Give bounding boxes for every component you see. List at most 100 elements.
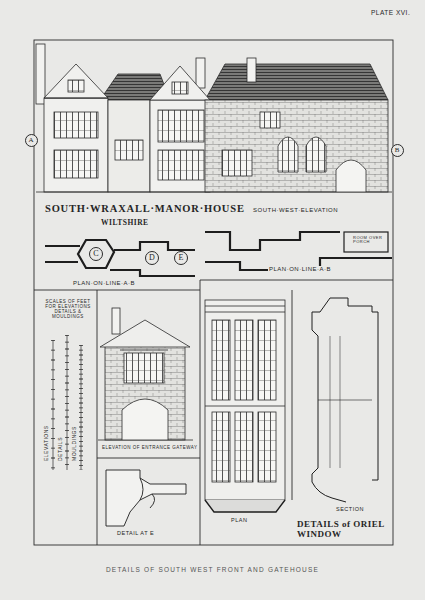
reference-circle: C <box>89 247 103 261</box>
scale-label: ELEVATIONS <box>44 424 50 462</box>
entrance-gateway <box>120 350 168 351</box>
drawing-label: DETAIL AT E <box>116 530 155 536</box>
reference-letter: D <box>149 254 155 262</box>
entrance-gateway <box>100 320 190 347</box>
oriel-section <box>330 298 378 480</box>
plate-frame <box>34 40 393 545</box>
entrance-gateway <box>122 399 168 440</box>
entrance-gateway <box>98 308 193 440</box>
south-west-elevation <box>158 110 204 142</box>
plan-on-line-a-b <box>78 240 114 268</box>
scale-label: MOULDINGS <box>72 425 78 462</box>
oriel-section <box>312 298 378 502</box>
oriel-window <box>212 412 230 482</box>
reference-letter: B <box>395 147 400 154</box>
plan-on-line-a-b <box>45 232 392 276</box>
reference-letter: C <box>93 250 98 258</box>
south-west-elevation <box>108 100 150 192</box>
south-west-elevation <box>205 64 388 100</box>
plan-label: PLAN·ON·LINE·A·B <box>268 266 332 273</box>
oriel-window <box>205 300 285 512</box>
drawing-label: ELEVATION OF ENTRANCE GATEWAY <box>101 446 199 451</box>
room-note: ROOM OVER PORCH <box>352 236 384 245</box>
south-west-elevation <box>36 44 45 104</box>
entrance-gateway <box>105 345 185 440</box>
county-label: WILTSHIRE <box>100 219 150 227</box>
plate-frame <box>97 290 98 545</box>
plate-frame <box>200 280 393 281</box>
oriel-window <box>258 320 276 400</box>
oriel-window <box>205 300 285 500</box>
south-west-elevation <box>54 150 98 178</box>
reference-letter: A <box>28 137 33 144</box>
reference-circle: A <box>25 134 38 147</box>
oriel-window <box>258 412 276 482</box>
scale-label: DETAILS <box>58 436 64 462</box>
plate-frame <box>34 290 200 291</box>
south-west-elevation <box>222 150 252 176</box>
south-west-elevation <box>306 137 326 172</box>
scales-of-feet <box>53 340 54 470</box>
south-west-elevation <box>44 98 108 99</box>
oriel-window <box>205 406 285 407</box>
south-west-elevation <box>247 58 256 82</box>
oriel-section <box>330 336 331 468</box>
plan-on-line-a-b <box>110 270 195 276</box>
oriel-window <box>205 306 285 307</box>
plate-frame <box>292 290 293 500</box>
scales-of-feet <box>67 335 68 470</box>
oriel-window <box>235 412 253 482</box>
south-west-elevation <box>150 100 210 192</box>
detail-at-e <box>140 478 155 508</box>
scales-of-feet <box>79 345 83 470</box>
south-west-elevation <box>44 64 108 98</box>
plan-on-line-a-b <box>344 232 388 252</box>
reference-letter: E <box>179 254 184 262</box>
south-west-elevation <box>115 140 143 160</box>
view-label: SOUTH·WEST·ELEVATION <box>252 207 339 214</box>
scale-heading: SCALES OF FEET FOR ELEVATIONS DETAILS & … <box>40 300 96 320</box>
plate-frame <box>200 280 201 545</box>
drawing-label: SECTION <box>335 506 365 512</box>
plan-label: PLAN·ON·LINE·A·B <box>72 280 136 287</box>
entrance-gateway <box>124 353 164 383</box>
plan-on-line-a-b <box>114 242 195 250</box>
south-west-elevation <box>278 137 298 172</box>
reference-circle: D <box>145 251 159 265</box>
sheet-heading: DETAILS of ORIEL WINDOW <box>296 520 388 540</box>
south-west-elevation <box>172 82 188 94</box>
south-west-elevation <box>36 44 392 192</box>
oriel-window <box>205 500 285 512</box>
oriel-section <box>340 336 341 468</box>
oriel-window <box>235 320 253 400</box>
plate-title: SOUTH·WRAXALL·MANOR·HOUSE <box>44 203 246 215</box>
plan-on-line-a-b <box>205 232 340 250</box>
scales-of-feet <box>53 335 81 470</box>
plate-frame <box>97 458 200 459</box>
oriel-section <box>318 400 372 401</box>
plate-number: PLATE XVI. <box>370 9 411 16</box>
south-west-elevation <box>44 98 108 192</box>
detail-at-e <box>106 470 186 526</box>
reference-circle: E <box>174 251 188 265</box>
oriel-window <box>205 312 285 313</box>
south-west-elevation <box>196 58 205 88</box>
plate-caption: DETAILS OF SOUTH WEST FRONT AND GATEHOUS… <box>0 566 425 573</box>
plan-on-line-a-b <box>45 261 78 263</box>
scales-of-feet <box>81 345 82 470</box>
south-west-elevation <box>54 112 98 138</box>
south-west-elevation <box>205 100 388 192</box>
south-west-elevation <box>336 160 366 192</box>
scales-of-feet <box>65 335 69 470</box>
detail-at-e <box>106 470 186 526</box>
drawing-label: PLAN <box>230 517 248 523</box>
south-west-elevation <box>68 80 84 92</box>
oriel-window <box>212 320 230 400</box>
south-west-elevation <box>150 66 210 100</box>
entrance-gateway <box>98 440 193 441</box>
south-west-elevation <box>36 192 392 193</box>
south-west-elevation <box>260 112 280 128</box>
reference-circle: B <box>391 144 404 157</box>
entrance-gateway <box>112 308 120 334</box>
plate-frame <box>34 40 393 545</box>
